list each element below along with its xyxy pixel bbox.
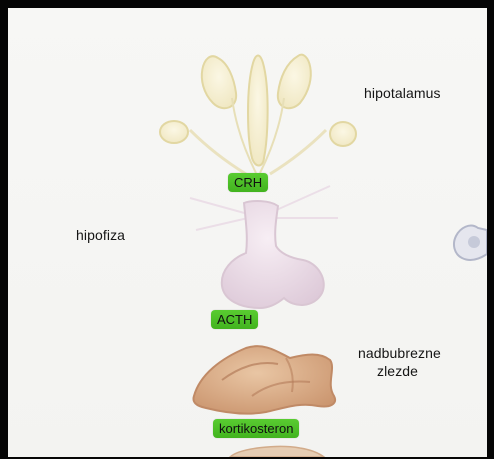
corticosterone-hormone-badge: kortikosteron bbox=[213, 419, 299, 438]
adrenal-gland-structure bbox=[194, 346, 336, 414]
acth-hormone-badge: ACTH bbox=[211, 310, 258, 329]
partial-cell-right bbox=[454, 226, 487, 261]
hypothalamus-label: hipotalamus bbox=[364, 85, 441, 101]
adrenal-label-line2: zlezde bbox=[377, 363, 418, 379]
crh-hormone-badge: CRH bbox=[228, 173, 268, 192]
partial-organ-bottom bbox=[230, 446, 324, 457]
hypothalamus-structure bbox=[160, 55, 356, 174]
adrenal-label-line1: nadbubrezne bbox=[358, 345, 441, 361]
pituitary-label: hipofiza bbox=[76, 227, 125, 243]
diagram-canvas: hipotalamus hipofiza nadbubrezne zlezde … bbox=[8, 8, 487, 457]
